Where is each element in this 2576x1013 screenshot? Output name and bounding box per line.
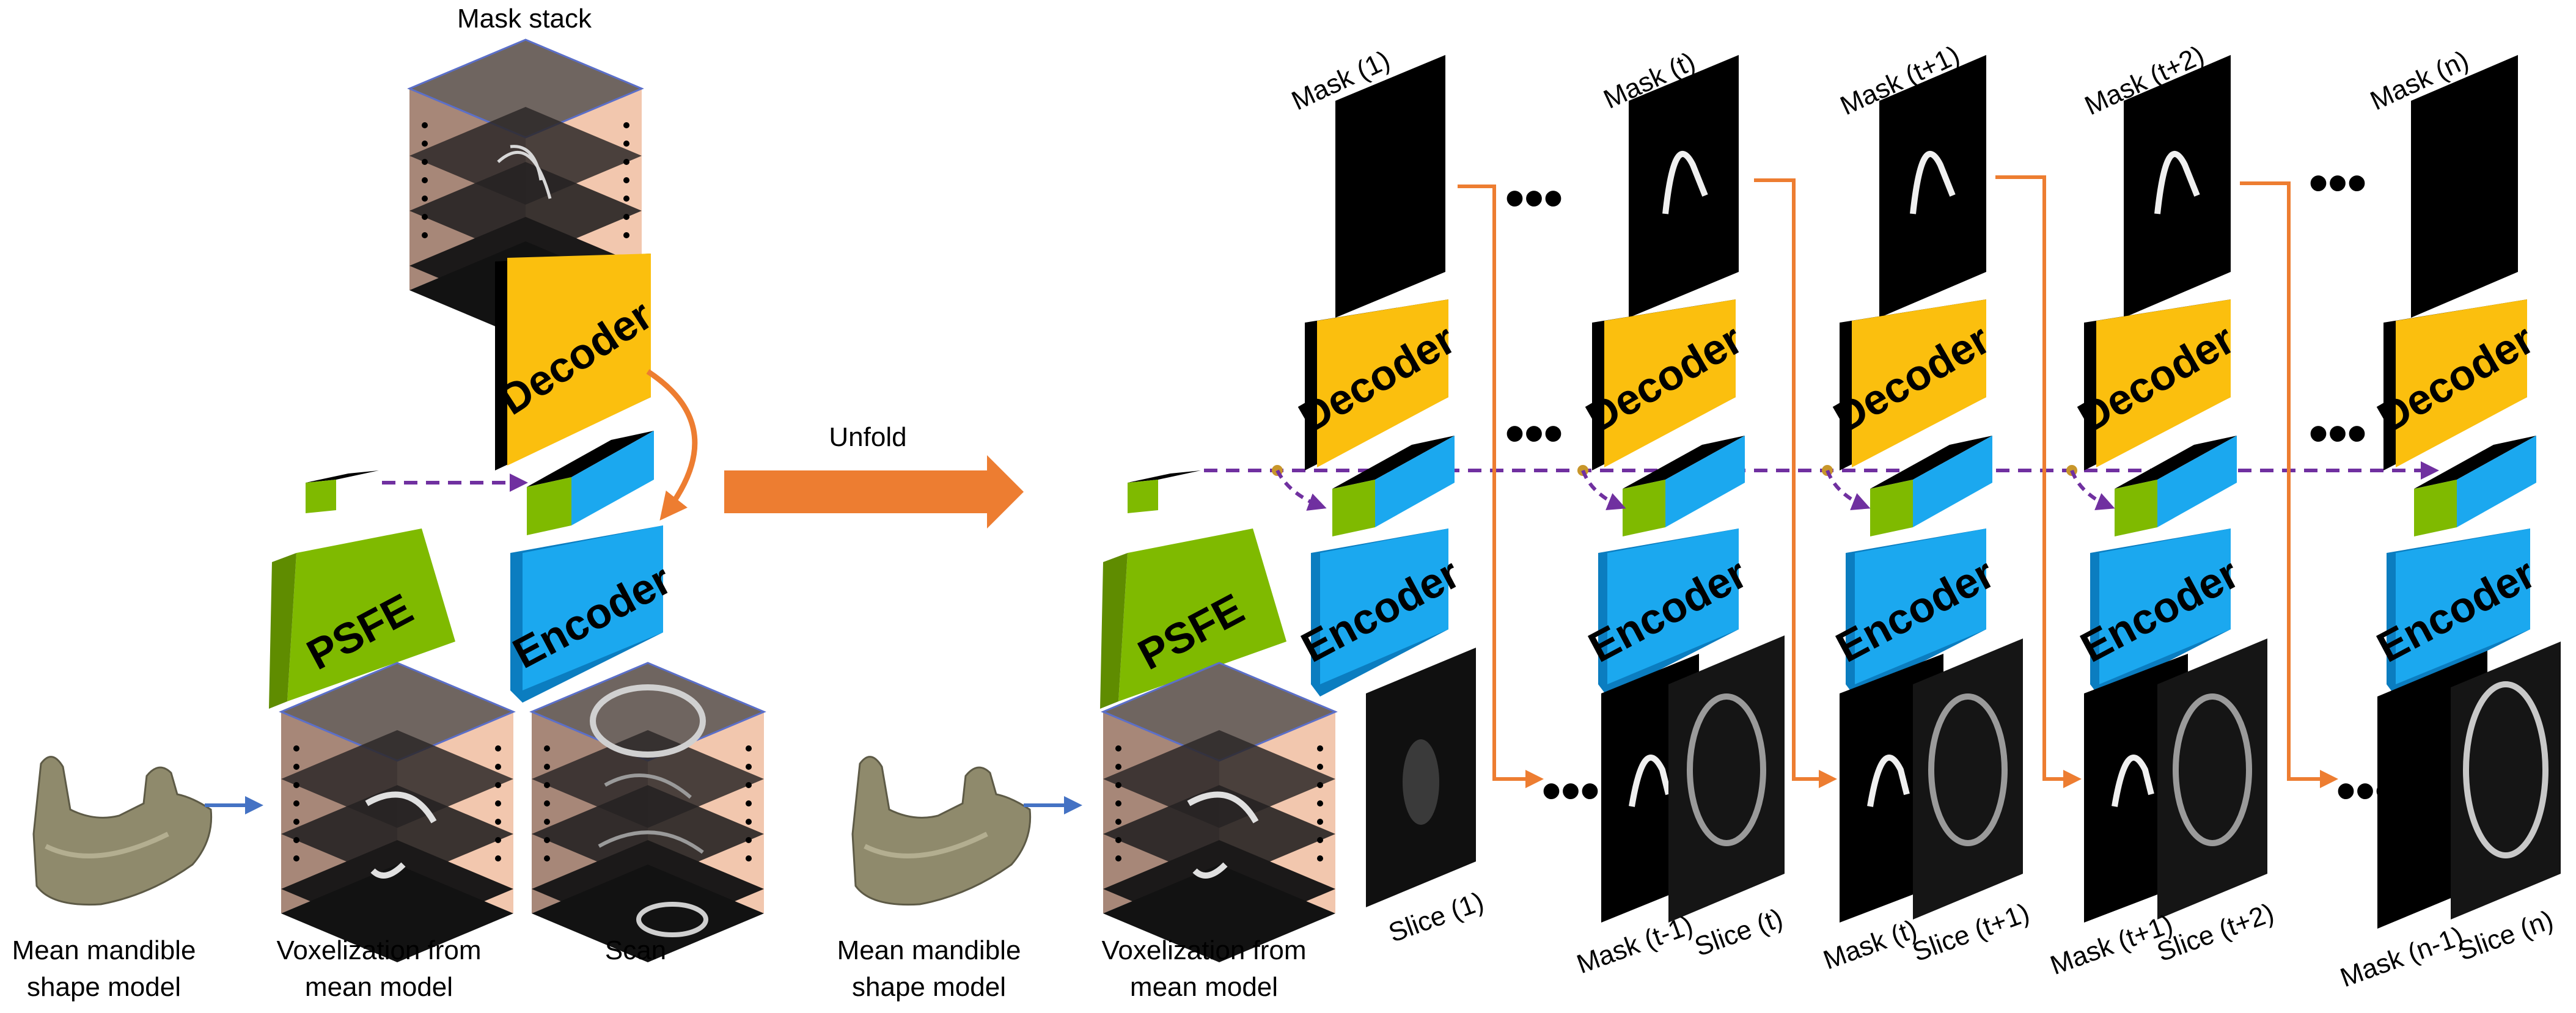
ellipsis-1b: ••• (1505, 403, 1563, 464)
caption-voxel-right-1: Voxelization from (1101, 935, 1306, 965)
mandible-model-left (34, 757, 211, 905)
decoder-block-left: Decoder (491, 254, 661, 470)
unfold-column-4: Mask (t+2) Decoder Encoder Mask (t+1) Sl… (2046, 40, 2278, 981)
psfe-block-left: PSFE (269, 470, 455, 709)
caption-voxel-right-2: mean model (1130, 972, 1278, 1002)
mask-top-1 (1335, 55, 1445, 318)
caption-scan: Scan (605, 935, 666, 965)
mask-top-2 (1629, 55, 1739, 318)
mandible-model-right (853, 757, 1030, 905)
scan-cube (530, 662, 765, 964)
caption-mandible-right-1: Mean mandible (837, 935, 1021, 965)
unfold-column-2: Mask (t) Decoder Encoder Mask (t-1) Slic… (1573, 46, 1787, 979)
ellipsis-4b: ••• (2309, 403, 2367, 464)
slice-4 (2157, 638, 2267, 920)
psfe-block-right: PSFE (1100, 470, 1286, 709)
slice-label-1: Slice (1) (1385, 887, 1488, 948)
ellipsis-4a: ••• (2309, 153, 2367, 214)
mask-bottom-label-5: Mask (n-1) (2336, 921, 2467, 993)
feature-block-left (527, 431, 654, 535)
caption-voxel-left-2: mean model (305, 972, 453, 1002)
caption-voxel-left-1: Voxelization from (276, 935, 481, 965)
ellipsis-1c: ••• (1542, 761, 1600, 822)
skip-arrow-2 (1754, 178, 1837, 788)
slice-2 (1668, 635, 1785, 923)
caption-mandible-left-1: Mean mandible (12, 935, 196, 965)
unfold-column-3: Mask (t+1) Decoder Encoder Mask (t) Slic… (1819, 40, 2033, 975)
voxelization-cube-left (280, 662, 515, 964)
encoder-block-left: Encoder (505, 525, 679, 703)
slice-label-2: Slice (t) (1691, 903, 1787, 962)
mask-top-4 (2124, 55, 2231, 318)
loop-arrow (646, 369, 698, 521)
skip-arrow-4 (2240, 181, 2338, 788)
mask-stack-label: Mask stack (457, 4, 592, 34)
mask-stack-cube (408, 38, 643, 340)
unfold-column-5: Mask (n) Decoder Encoder Mask (n-1) Slic… (2336, 45, 2561, 993)
unfold-column-1: Mask (1) Decoder Encoder Slice (1) (1272, 45, 1488, 948)
slice-label-5: Slice (n) (2454, 905, 2557, 967)
caption-mandible-right-2: shape model (852, 972, 1006, 1002)
mask-top-5 (2411, 55, 2518, 318)
caption-mandible-left-2: shape model (27, 972, 181, 1002)
unfold-label: Unfold (829, 422, 906, 452)
mask-top-3 (1879, 55, 1986, 318)
skip-arrow-1 (1458, 185, 1544, 788)
mask-bottom-label-3: Mask (t) (1819, 914, 1921, 975)
mask-bottom-label-2: Mask (t-1) (1573, 910, 1697, 979)
skip-arrow-3 (1995, 175, 2082, 788)
ellipsis-1a: ••• (1505, 168, 1563, 229)
slice-3 (1913, 638, 2023, 920)
voxelization-cube-right (1102, 662, 1337, 964)
unfold-arrow (724, 455, 1024, 528)
